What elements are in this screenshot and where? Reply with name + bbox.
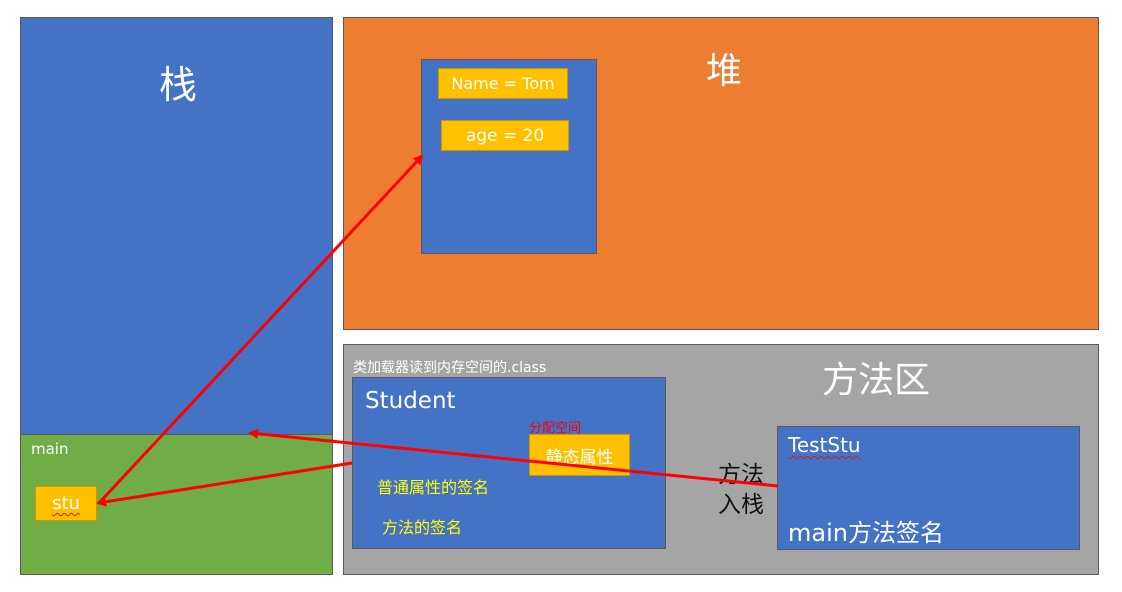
static-attribute-text: 静态属性 xyxy=(545,447,614,468)
age-field: age = 20 xyxy=(441,120,569,151)
class-to-stu-arrow xyxy=(96,461,353,507)
static-attribute: 静态属性 xyxy=(529,434,630,476)
alloc-space-label: 分配空间 xyxy=(529,421,582,436)
stu-reference: stu xyxy=(35,486,97,521)
name-field-text: Name = Tom xyxy=(451,74,555,93)
push-to-stack-arrow xyxy=(248,428,779,488)
reference-arrow xyxy=(97,154,424,505)
student-class-title: Student xyxy=(365,388,456,414)
classloader-note: 类加载器读到内存空间的.class xyxy=(353,360,547,376)
field-signature-label: 普通属性的签名 xyxy=(377,478,490,497)
main-frame-label: main xyxy=(31,440,69,458)
push-label-line2: 入栈 xyxy=(718,492,764,518)
method-signature-label: 方法的签名 xyxy=(382,518,463,537)
name-field: Name = Tom xyxy=(438,68,568,99)
teststu-class: TestStu main方法签名 xyxy=(777,426,1080,550)
method-area-title: 方法区 xyxy=(822,360,931,401)
teststu-title-text: TestStu xyxy=(788,433,861,457)
stu-label: stu xyxy=(52,493,80,514)
heap-title: 堆 xyxy=(706,51,743,92)
stack-region: 栈 xyxy=(20,17,333,435)
main-method-signature: main方法签名 xyxy=(788,519,944,547)
age-field-text: age = 20 xyxy=(465,125,545,146)
stack-title: 栈 xyxy=(159,63,198,107)
teststu-title: TestStu xyxy=(788,433,861,457)
